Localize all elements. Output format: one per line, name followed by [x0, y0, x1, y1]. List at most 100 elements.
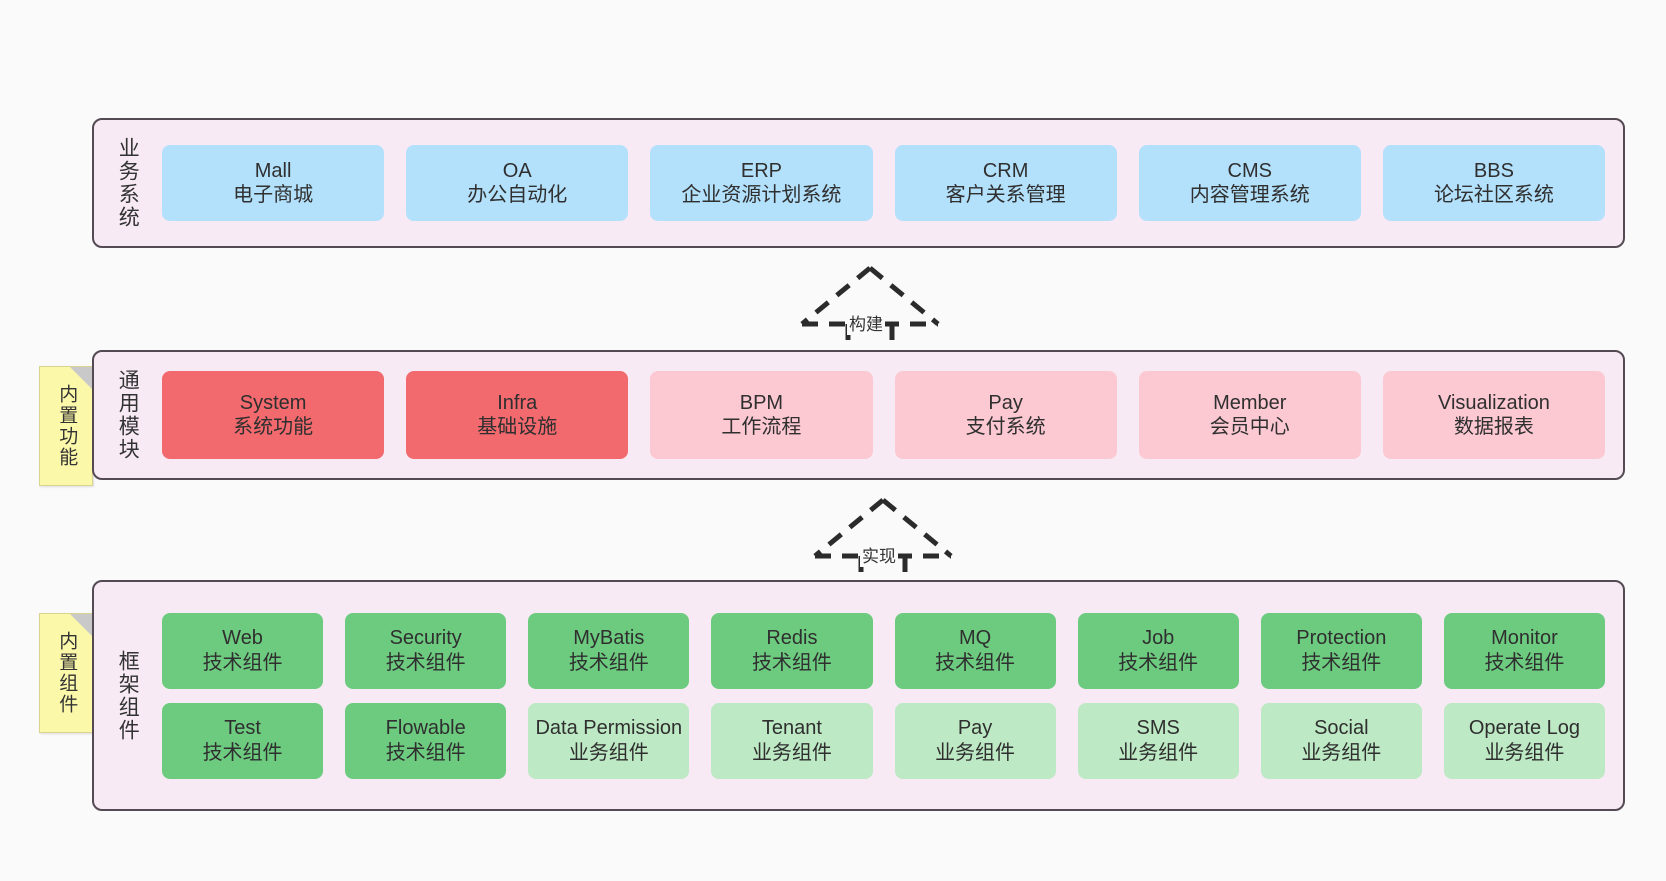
card-subtitle: 业务组件: [751, 741, 832, 764]
card-title: MQ: [958, 627, 992, 650]
card-title: Redis: [766, 627, 818, 650]
build-arrow-label: 构建: [847, 310, 885, 335]
card-title: CRM: [982, 159, 1029, 182]
card-subtitle: 技术组件: [1301, 651, 1382, 674]
card-operate-log[interactable]: Operate Log 业务组件: [1443, 702, 1605, 779]
layer-framework-components: 框架组件 Web 技术组件 Security 技术组件 MyBatis 技术组件…: [92, 580, 1625, 811]
card-subtitle: 企业资源计划系统: [681, 184, 842, 206]
layer-common-modules: 通用模块 System 系统功能 Infra 基础设施 BPM 工作流程 Pay…: [92, 350, 1625, 480]
card-cms[interactable]: CMS 内容管理系统: [1138, 145, 1361, 221]
card-subtitle: 业务组件: [1301, 741, 1382, 764]
sticky-note-builtin-features: 内置功能: [39, 366, 93, 486]
card-mall[interactable]: Mall 电子商城: [162, 145, 385, 221]
card-title: System: [239, 391, 307, 414]
card-title: Web: [222, 627, 263, 650]
card-title: Job: [1142, 627, 1175, 650]
build-arrow: 构建: [795, 262, 945, 362]
card-row: Test 技术组件 Flowable 技术组件 Data Permission …: [162, 702, 1605, 779]
card-tenant[interactable]: Tenant 业务组件: [711, 702, 873, 779]
card-pay-component[interactable]: Pay 业务组件: [894, 702, 1056, 779]
implement-arrow: 实现: [808, 494, 958, 594]
layer-title-business-systems: 业务系统: [116, 137, 140, 229]
card-title: Mall: [254, 159, 292, 182]
note-label: 内置组件: [56, 631, 78, 715]
card-subtitle: 技术组件: [1484, 651, 1565, 674]
card-subtitle: 技术组件: [202, 651, 283, 674]
card-subtitle: 系统功能: [233, 416, 314, 438]
card-subtitle: 技术组件: [385, 651, 466, 674]
card-title: Member: [1213, 391, 1287, 414]
layer-body-framework-components: Web 技术组件 Security 技术组件 MyBatis 技术组件 Redi…: [148, 582, 1623, 809]
card-sms[interactable]: SMS 业务组件: [1077, 702, 1239, 779]
card-member[interactable]: Member 会员中心: [1138, 371, 1361, 459]
card-security[interactable]: Security 技术组件: [345, 612, 507, 689]
card-web[interactable]: Web 技术组件: [162, 612, 324, 689]
card-test[interactable]: Test 技术组件: [162, 702, 324, 779]
card-mq[interactable]: MQ 技术组件: [894, 612, 1056, 689]
card-subtitle: 数据报表: [1453, 416, 1534, 438]
card-data-permission[interactable]: Data Permission 业务组件: [528, 702, 690, 779]
card-row: System 系统功能 Infra 基础设施 BPM 工作流程 Pay 支付系统…: [162, 371, 1606, 459]
card-bpm[interactable]: BPM 工作流程: [650, 371, 873, 459]
card-subtitle: 业务组件: [568, 741, 649, 764]
card-erp[interactable]: ERP 企业资源计划系统: [650, 145, 873, 221]
card-flowable[interactable]: Flowable 技术组件: [345, 702, 507, 779]
card-subtitle: 业务组件: [1118, 741, 1199, 764]
card-subtitle: 技术组件: [385, 741, 466, 764]
card-title: Tenant: [761, 717, 822, 740]
implement-arrow-label: 实现: [860, 542, 898, 567]
card-redis[interactable]: Redis 技术组件: [711, 612, 873, 689]
card-infra[interactable]: Infra 基础设施: [406, 371, 629, 459]
card-subtitle: 客户关系管理: [945, 184, 1066, 206]
card-title: ERP: [740, 159, 782, 182]
layer-title-common-modules: 通用模块: [116, 369, 140, 461]
card-title: Pay: [988, 391, 1023, 414]
card-title: Flowable: [385, 717, 466, 740]
card-subtitle: 会员中心: [1209, 416, 1290, 438]
card-title: Monitor: [1491, 627, 1558, 650]
card-social[interactable]: Social 业务组件: [1260, 702, 1422, 779]
card-row: Mall 电子商城 OA 办公自动化 ERP 企业资源计划系统 CRM 客户关系…: [162, 145, 1606, 221]
card-oa[interactable]: OA 办公自动化: [406, 145, 629, 221]
layer-body-business-systems: Mall 电子商城 OA 办公自动化 ERP 企业资源计划系统 CRM 客户关系…: [148, 120, 1623, 246]
card-mybatis[interactable]: MyBatis 技术组件: [528, 612, 690, 689]
card-title: BPM: [739, 391, 784, 414]
card-crm[interactable]: CRM 客户关系管理: [894, 145, 1117, 221]
card-bbs[interactable]: BBS 论坛社区系统: [1382, 145, 1606, 221]
card-title: Operate Log: [1468, 717, 1581, 740]
card-title: Pay: [957, 717, 993, 740]
card-subtitle: 技术组件: [751, 651, 832, 674]
card-subtitle: 技术组件: [202, 741, 283, 764]
card-title: Social: [1314, 717, 1369, 740]
card-monitor[interactable]: Monitor 技术组件: [1443, 612, 1605, 689]
card-system[interactable]: System 系统功能: [162, 371, 385, 459]
card-title: Data Permission: [535, 717, 683, 740]
card-title: OA: [502, 159, 532, 182]
card-subtitle: 论坛社区系统: [1433, 184, 1554, 206]
card-subtitle: 技术组件: [935, 651, 1016, 674]
card-subtitle: 支付系统: [965, 416, 1046, 438]
card-title: Security: [389, 627, 462, 650]
card-title: MyBatis: [573, 627, 645, 650]
note-fold-icon: [70, 367, 92, 389]
card-title: Infra: [497, 391, 538, 414]
card-title: BBS: [1473, 159, 1514, 182]
card-subtitle: 技术组件: [1118, 651, 1199, 674]
note-fold-icon: [70, 614, 92, 636]
card-subtitle: 办公自动化: [467, 184, 568, 206]
card-visualization[interactable]: Visualization 数据报表: [1382, 371, 1606, 459]
note-label: 内置功能: [56, 384, 78, 468]
card-subtitle: 电子商城: [233, 184, 314, 206]
card-subtitle: 内容管理系统: [1189, 184, 1310, 206]
card-protection[interactable]: Protection 技术组件: [1260, 612, 1422, 689]
card-job[interactable]: Job 技术组件: [1077, 612, 1239, 689]
card-subtitle: 业务组件: [1484, 741, 1565, 764]
card-subtitle: 基础设施: [477, 416, 558, 438]
sticky-note-builtin-components: 内置组件: [39, 613, 93, 733]
card-title: CMS: [1227, 159, 1272, 182]
card-title: Protection: [1296, 627, 1387, 650]
card-subtitle: 业务组件: [935, 741, 1016, 764]
layer-body-common-modules: System 系统功能 Infra 基础设施 BPM 工作流程 Pay 支付系统…: [148, 352, 1623, 478]
card-pay[interactable]: Pay 支付系统: [894, 371, 1117, 459]
